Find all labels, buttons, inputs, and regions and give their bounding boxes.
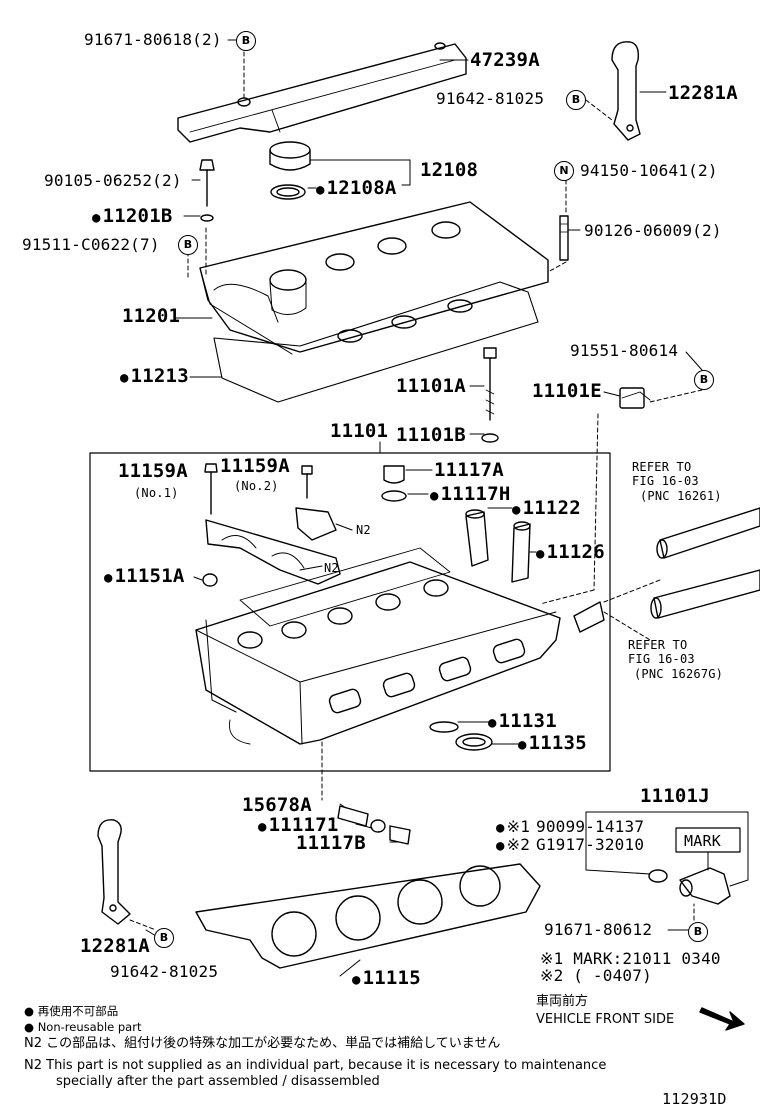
part-label-12108: 12108	[420, 159, 479, 181]
refer-note-1-line2: FIG 16-03	[632, 474, 699, 488]
part-label-11213: 11213	[120, 366, 189, 389]
part-label-11159A-no2: 11159A	[220, 455, 290, 477]
part-label-11131: 11131	[488, 711, 557, 734]
refer-note-2-line2: FIG 16-03	[628, 652, 695, 666]
part-label-11122: 11122	[512, 498, 581, 521]
part-label-91671-80618: 91671-80618(2)	[84, 30, 222, 49]
front-side-en: VEHICLE FRONT SIDE	[536, 1012, 675, 1027]
water-pipes-shape	[573, 507, 760, 633]
part-label-12281A-bottom: 12281A	[80, 935, 150, 957]
marker-b-circle: B	[694, 370, 714, 390]
part-label-no2: (No.2)	[234, 479, 279, 493]
refer-note-2-line3: (PNC 16267G)	[634, 667, 724, 681]
mark-2-label: ※2	[496, 836, 530, 855]
camshaft-bearing-caps-shape	[202, 507, 341, 587]
part-label-91642-81025-top: 91642-81025	[436, 89, 545, 108]
part-label-47239A: 47239A	[470, 49, 540, 71]
marker-b-circle: B	[154, 928, 174, 948]
engine-hanger-bottom-shape	[97, 819, 131, 925]
part-label-11101E: 11101E	[532, 380, 602, 402]
refer-note-1-line1: REFER TO	[632, 460, 692, 474]
note-n2-jp: N2 この部品は、組付け後の特殊な加工が必要なため、単品では補給していません	[24, 1036, 501, 1051]
part-label-11151A: 11151A	[104, 566, 185, 589]
oring-11131-shape	[429, 721, 459, 733]
part-label-11159A-no1: 11159A	[118, 460, 188, 482]
legend-nonreusable-en: ● Non-reusable part	[24, 1020, 142, 1034]
part-label-90099-14137: 90099-14137	[536, 817, 645, 836]
part-label-n2-b: N2	[324, 561, 339, 575]
note-n2-en-line1: N2 This part is not supplied as an indiv…	[24, 1058, 607, 1073]
part-label-90126-06009: 90126-06009(2)	[584, 221, 722, 240]
part-label-g1917-32010: G1917-32010	[536, 835, 645, 854]
part-label-15678A: 15678A	[242, 794, 312, 816]
part-label-11101J: 11101J	[640, 785, 710, 807]
marker-b-circle: B	[178, 235, 198, 255]
diagram-id: 112931D	[662, 1090, 727, 1108]
leader-lines	[129, 39, 749, 977]
part-label-11135: 11135	[518, 733, 587, 756]
marker-b-circle: B	[566, 90, 586, 110]
part-label-111171: 111171	[258, 815, 339, 838]
part-label-91671-80612: 91671-80612	[544, 920, 653, 939]
part-label-91551-80614: 91551-80614	[570, 341, 679, 360]
tubes-shape	[465, 509, 531, 583]
legend-nonreusable-jp: ● 再使用不可部品	[24, 1004, 119, 1018]
head-bolt-shape	[481, 347, 499, 443]
part-label-11101: 11101	[330, 420, 389, 442]
engine-hanger-top-shape	[611, 41, 641, 141]
mark-note-1: ※1 MARK:21011 0340	[540, 949, 721, 968]
oil-filler-cap-shape	[269, 141, 311, 200]
part-label-n2-a: N2	[356, 523, 371, 537]
cap-bolts-shape	[204, 463, 313, 515]
mark-note-2: ※2 ( -0407)	[540, 966, 652, 985]
head-cover-gasket-shape	[213, 281, 539, 403]
part-label-91642-81025-bottom: 91642-81025	[110, 962, 219, 981]
part-label-11201B: 11201B	[92, 206, 173, 229]
head-gasket-shape	[195, 863, 541, 969]
part-label-12281A-top: 12281A	[668, 82, 738, 104]
bolt-90105-shape	[199, 159, 215, 222]
part-label-11117H: 11117H	[430, 484, 511, 507]
oring-11135-shape	[455, 733, 493, 751]
part-label-11101B: 11101B	[396, 424, 466, 446]
part-label-12108A: 12108A	[316, 178, 397, 201]
note-n2-en-line2: specially after the part assembled / dis…	[56, 1074, 380, 1089]
part-label-no1: (No.1)	[134, 486, 179, 500]
part-label-11117B: 11117B	[296, 832, 366, 854]
part-label-91511-C0622: 91511-C0622(7)	[22, 235, 160, 254]
marker-b-circle: B	[236, 31, 256, 51]
refer-note-2-line1: REFER TO	[628, 638, 688, 652]
part-label-11117A: 11117A	[434, 459, 504, 481]
cylinder-head-group-box	[89, 452, 611, 772]
mark-1-label: ※1	[496, 818, 530, 837]
temperature-sensor-shape	[619, 387, 651, 409]
part-label-94150-10641: 94150-10641(2)	[580, 161, 718, 180]
stud-90126-shape	[559, 215, 569, 261]
front-side-jp: 車両前方	[536, 994, 589, 1009]
part-label-11101A: 11101A	[396, 375, 466, 397]
refer-note-1-line3: (PNC 16261)	[640, 489, 722, 503]
part-label-90105-06252: 90105-06252(2)	[44, 171, 182, 190]
cylinder-head-shape	[195, 547, 561, 745]
part-label-11115: 11115	[352, 968, 421, 991]
marker-n-circle: N	[554, 161, 574, 181]
engine-cover-shape	[177, 42, 467, 143]
mark-box-label: MARK	[684, 832, 721, 850]
cylinder-head-cover-shape	[199, 201, 549, 355]
plug-shape	[381, 465, 407, 502]
marker-b-circle: B	[688, 922, 708, 942]
part-label-11126: 11126	[536, 542, 605, 565]
front-arrow-icon	[699, 1007, 745, 1031]
part-label-11201: 11201	[122, 305, 181, 327]
